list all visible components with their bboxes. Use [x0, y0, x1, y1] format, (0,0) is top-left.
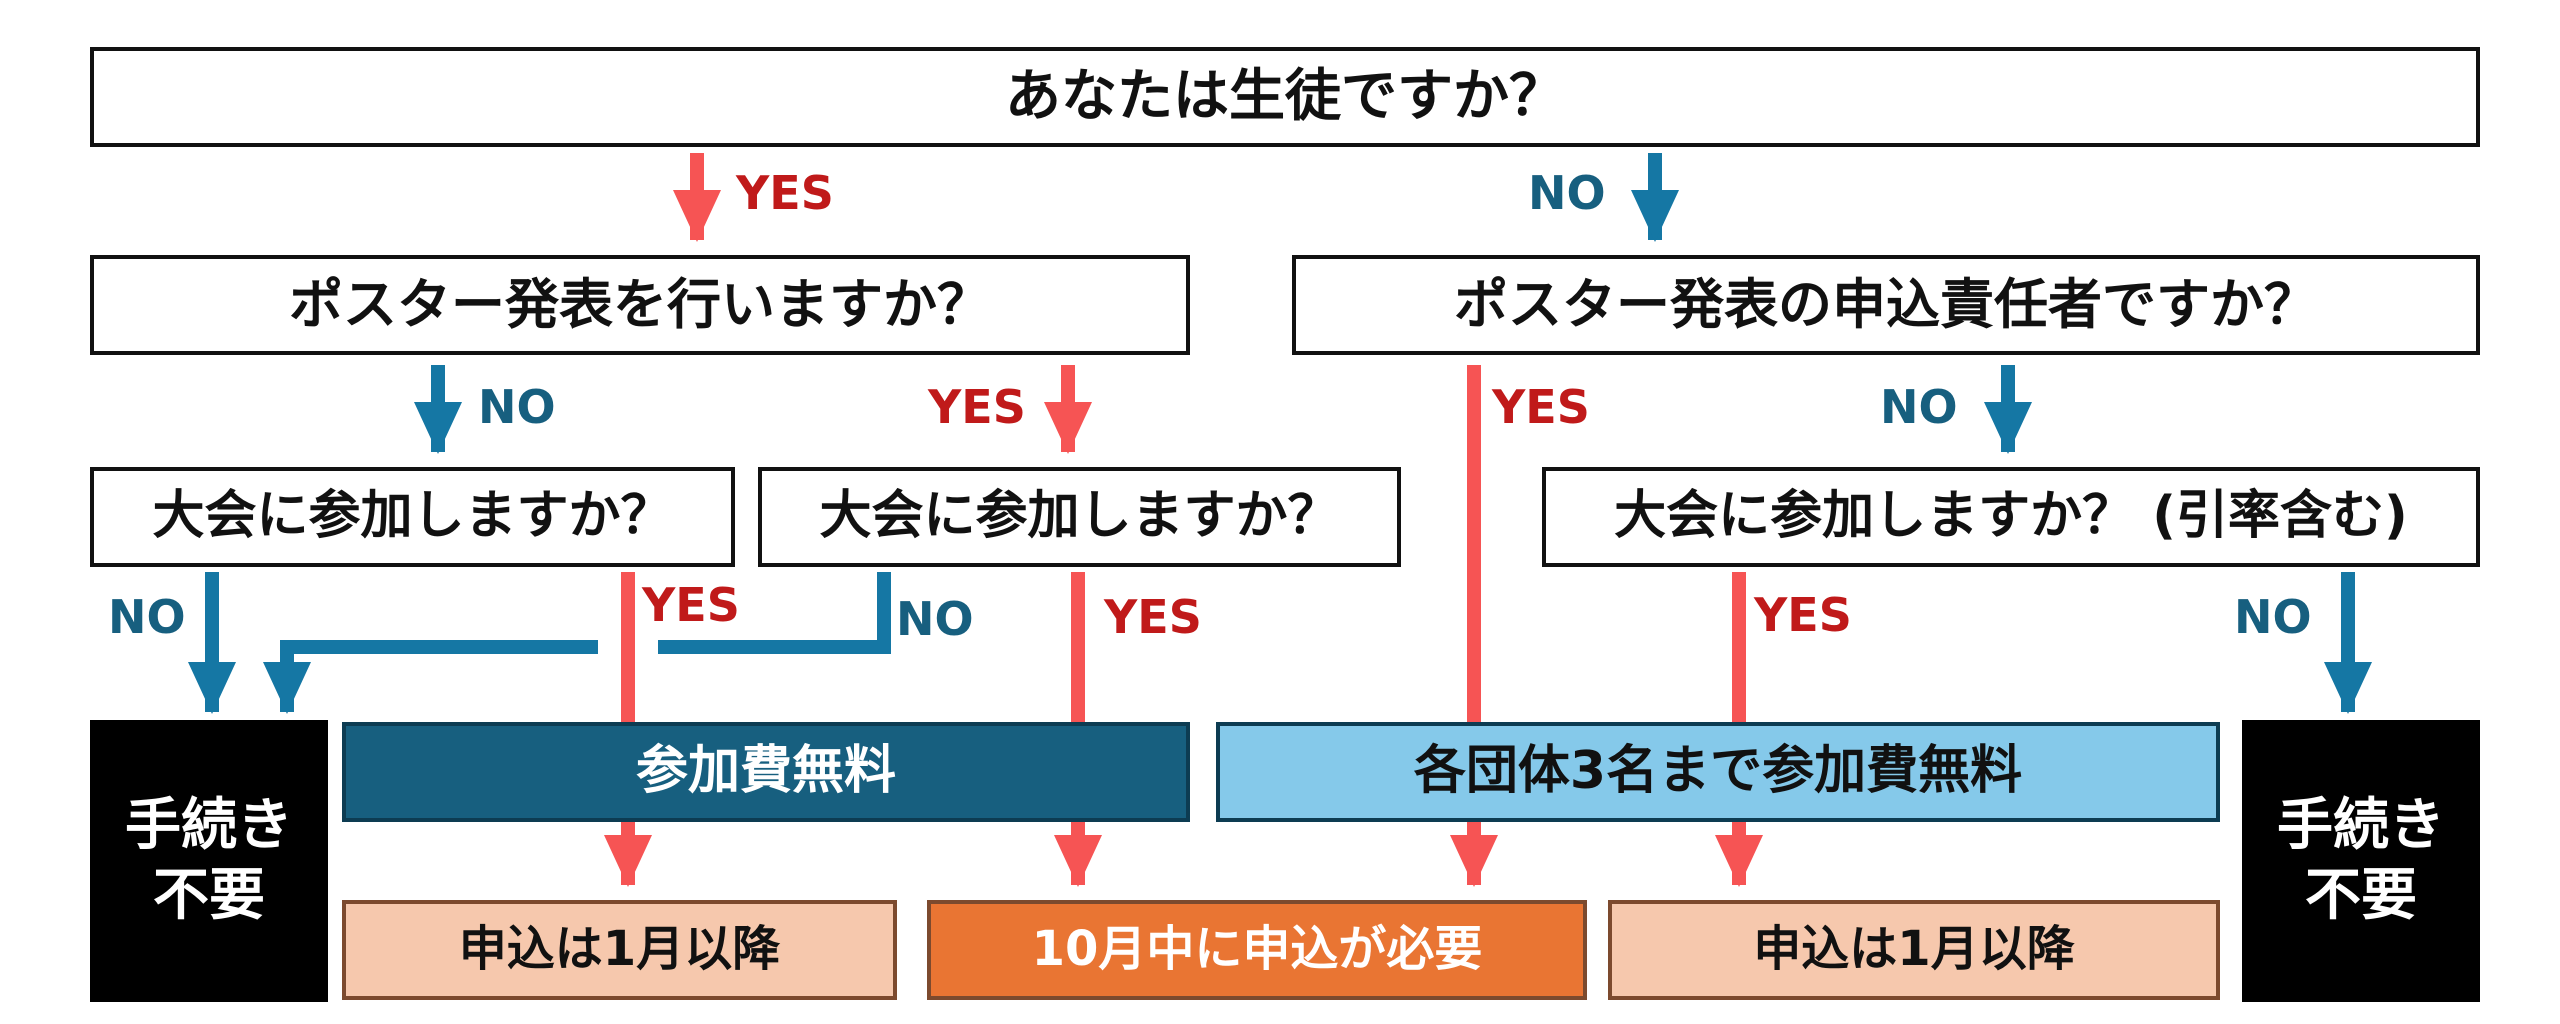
outcome-apply-oct: 10月中に申込が必要: [927, 900, 1587, 1000]
question-attend-1: 大会に参加しますか？: [90, 467, 735, 567]
question-poster-manager: ポスター発表の申込責任者ですか？: [1292, 255, 2480, 355]
question-attend-3: 大会に参加しますか？ (引率含む): [1542, 467, 2480, 567]
outcome-apply-jan-right: 申込は1月以降: [1608, 900, 2220, 1000]
arrow-attend-no-merge: [263, 640, 598, 714]
arrow-attend2-no: [658, 572, 891, 654]
label-no-attend-3: NO: [2234, 590, 2312, 644]
outcome-no-procedure-right: 手続き 不要: [2242, 720, 2480, 1002]
label-no-attend-2: NO: [896, 592, 974, 646]
label-yes-attend-2: YES: [1104, 590, 1202, 644]
label-no-student: NO: [1528, 166, 1606, 220]
label-yes-attend-1: YES: [642, 578, 740, 632]
question-attend-2: 大会に参加しますか？: [758, 467, 1401, 567]
outcome-no-procedure-left: 手続き 不要: [90, 720, 328, 1002]
label-no-attend-1: NO: [108, 590, 186, 644]
outcome-fee-free: 参加費無料: [342, 722, 1190, 822]
label-yes-student: YES: [736, 166, 834, 220]
label-yes-attend-3: YES: [1754, 588, 1852, 642]
outcome-apply-jan-left: 申込は1月以降: [342, 900, 897, 1000]
question-poster-present: ポスター発表を行いますか？: [90, 255, 1190, 355]
label-no-manager: NO: [1880, 380, 1958, 434]
label-yes-manager: YES: [1492, 380, 1590, 434]
outcome-fee-free-3: 各団体3名まで参加費無料: [1216, 722, 2220, 822]
label-no-present: NO: [478, 380, 556, 434]
label-yes-present: YES: [928, 380, 1026, 434]
question-student: あなたは生徒ですか？: [90, 47, 2480, 147]
